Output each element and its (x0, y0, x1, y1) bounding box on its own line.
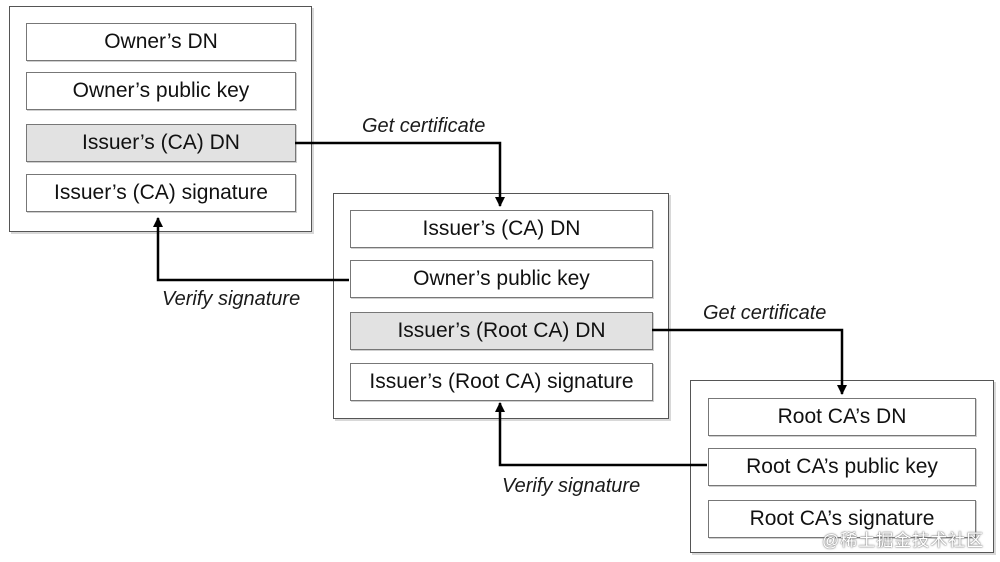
owner-dn-field: Owner’s DN (26, 23, 296, 61)
get-certificate-arrow-1 (295, 141, 505, 207)
ca-root-issuer-signature-field: Issuer’s (Root CA) signature (350, 363, 653, 401)
verify-signature-label-2: Verify signature (502, 475, 641, 497)
get-certificate-label-2: Get certificate (703, 302, 827, 324)
verify-signature-arrow-1 (153, 217, 349, 282)
root-ca-signature-field: Root CA’s signature (708, 500, 976, 538)
owner-public-key-field: Owner’s public key (26, 72, 296, 110)
owner-certificate: Owner’s DN Owner’s public key Issuer’s (… (9, 6, 312, 232)
root-ca-certificate: Root CA’s DN Root CA’s public key Root C… (690, 380, 994, 553)
root-ca-dn-field: Root CA’s DN (708, 398, 976, 436)
get-certificate-arrow-2 (652, 328, 847, 395)
verify-signature-arrow-2 (495, 402, 707, 467)
ca-public-key-field: Owner’s public key (350, 260, 653, 298)
verify-signature-label-1: Verify signature (162, 288, 301, 310)
watermark: @稀土掘金技术社区 (822, 531, 985, 550)
owner-issuer-signature-field: Issuer’s (CA) signature (26, 174, 296, 212)
get-certificate-label-1: Get certificate (362, 115, 486, 137)
ca-root-issuer-dn-field: Issuer’s (Root CA) DN (350, 312, 653, 350)
root-ca-public-key-field: Root CA’s public key (708, 448, 976, 486)
ca-issuer-dn-field: Issuer’s (CA) DN (350, 210, 653, 248)
owner-issuer-dn-field: Issuer’s (CA) DN (26, 124, 296, 162)
ca-certificate: Issuer’s (CA) DN Owner’s public key Issu… (333, 193, 669, 419)
